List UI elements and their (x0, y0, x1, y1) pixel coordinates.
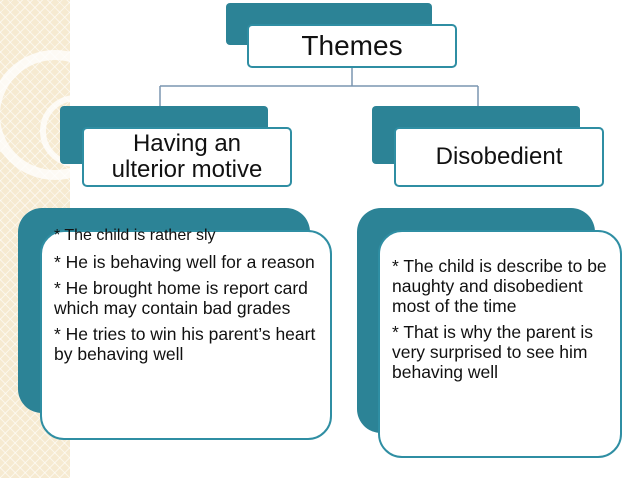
right-point-item: * The child is describe to be naughty an… (392, 256, 610, 316)
left-point-text: * He is behaving well for a reason (54, 252, 315, 272)
left-point-item: * The child is rather sly (54, 226, 320, 246)
root-node: Themes (247, 24, 457, 68)
left-branch-title-line2: ulterior motive (111, 156, 263, 183)
left-points-list: * The child is rather sly * He is behavi… (54, 226, 320, 364)
left-branch-node: Having an ulterior motive (82, 127, 292, 187)
right-point-item: * That is why the parent is very surpris… (392, 322, 610, 382)
right-point-text: * That is why the parent is very surpris… (392, 322, 594, 382)
left-point-item: * He tries to win his parent’s heart by … (54, 324, 320, 364)
right-branch-title: Disobedient (435, 143, 563, 170)
right-points-list: * The child is describe to be naughty an… (392, 256, 610, 382)
right-card: * The child is describe to be naughty an… (378, 230, 622, 458)
left-branch-title-line1: Having an (132, 130, 242, 157)
left-point-item: * He is behaving well for a reason (54, 252, 320, 272)
left-card: * The child is rather sly * He is behavi… (40, 227, 332, 440)
right-branch-node: Disobedient (394, 127, 604, 187)
left-point-text: * The child is rather sly (54, 227, 216, 244)
left-point-item: * He brought home is report card which m… (54, 278, 320, 318)
root-label: Themes (301, 30, 403, 61)
right-point-text: * The child is describe to be naughty an… (392, 256, 607, 316)
left-point-text: * He tries to win his parent’s heart by … (54, 324, 316, 364)
left-point-text: * He brought home is report card which m… (54, 278, 308, 318)
